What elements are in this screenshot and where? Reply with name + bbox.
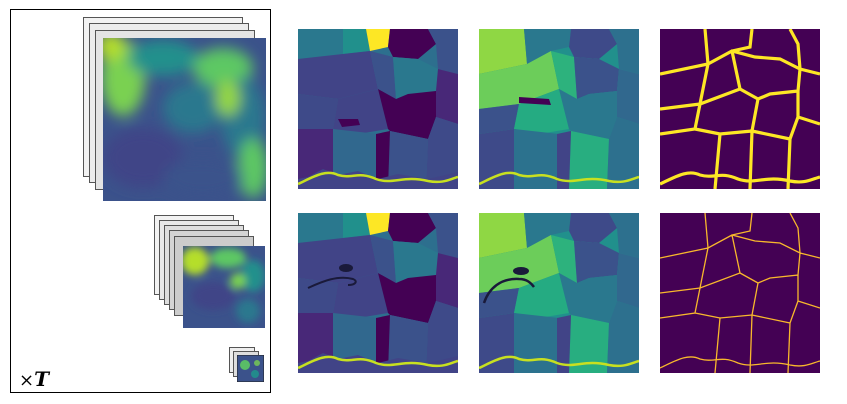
segmentation-map-top xyxy=(298,29,458,189)
large-feature-map xyxy=(103,38,266,201)
small-feature-map xyxy=(237,355,264,382)
panel-top-labels-alt xyxy=(479,29,639,189)
panel-top-boundaries xyxy=(660,29,820,189)
medium-feature-map xyxy=(183,246,265,328)
t-symbol: T xyxy=(34,367,49,391)
feature-pyramid-frame: ×T xyxy=(10,9,271,393)
panel-bottom-labels-alt xyxy=(479,213,639,373)
times-symbol: × xyxy=(19,370,35,391)
panel-bottom-boundaries xyxy=(660,213,820,373)
boundary-map-bottom xyxy=(660,213,820,373)
panel-top-labels xyxy=(298,29,458,189)
segmentation-map-bottom xyxy=(298,213,458,373)
segmentation-map-alt-top xyxy=(479,29,639,189)
large-feature-map-image xyxy=(103,38,266,201)
segmentation-map-alt-bottom xyxy=(479,213,639,373)
boundary-map-top xyxy=(660,29,820,189)
small-feature-map-image xyxy=(237,355,264,382)
panel-bottom-labels xyxy=(298,213,458,373)
medium-feature-map-image xyxy=(183,246,265,328)
times-t-caption: ×T xyxy=(19,367,49,391)
